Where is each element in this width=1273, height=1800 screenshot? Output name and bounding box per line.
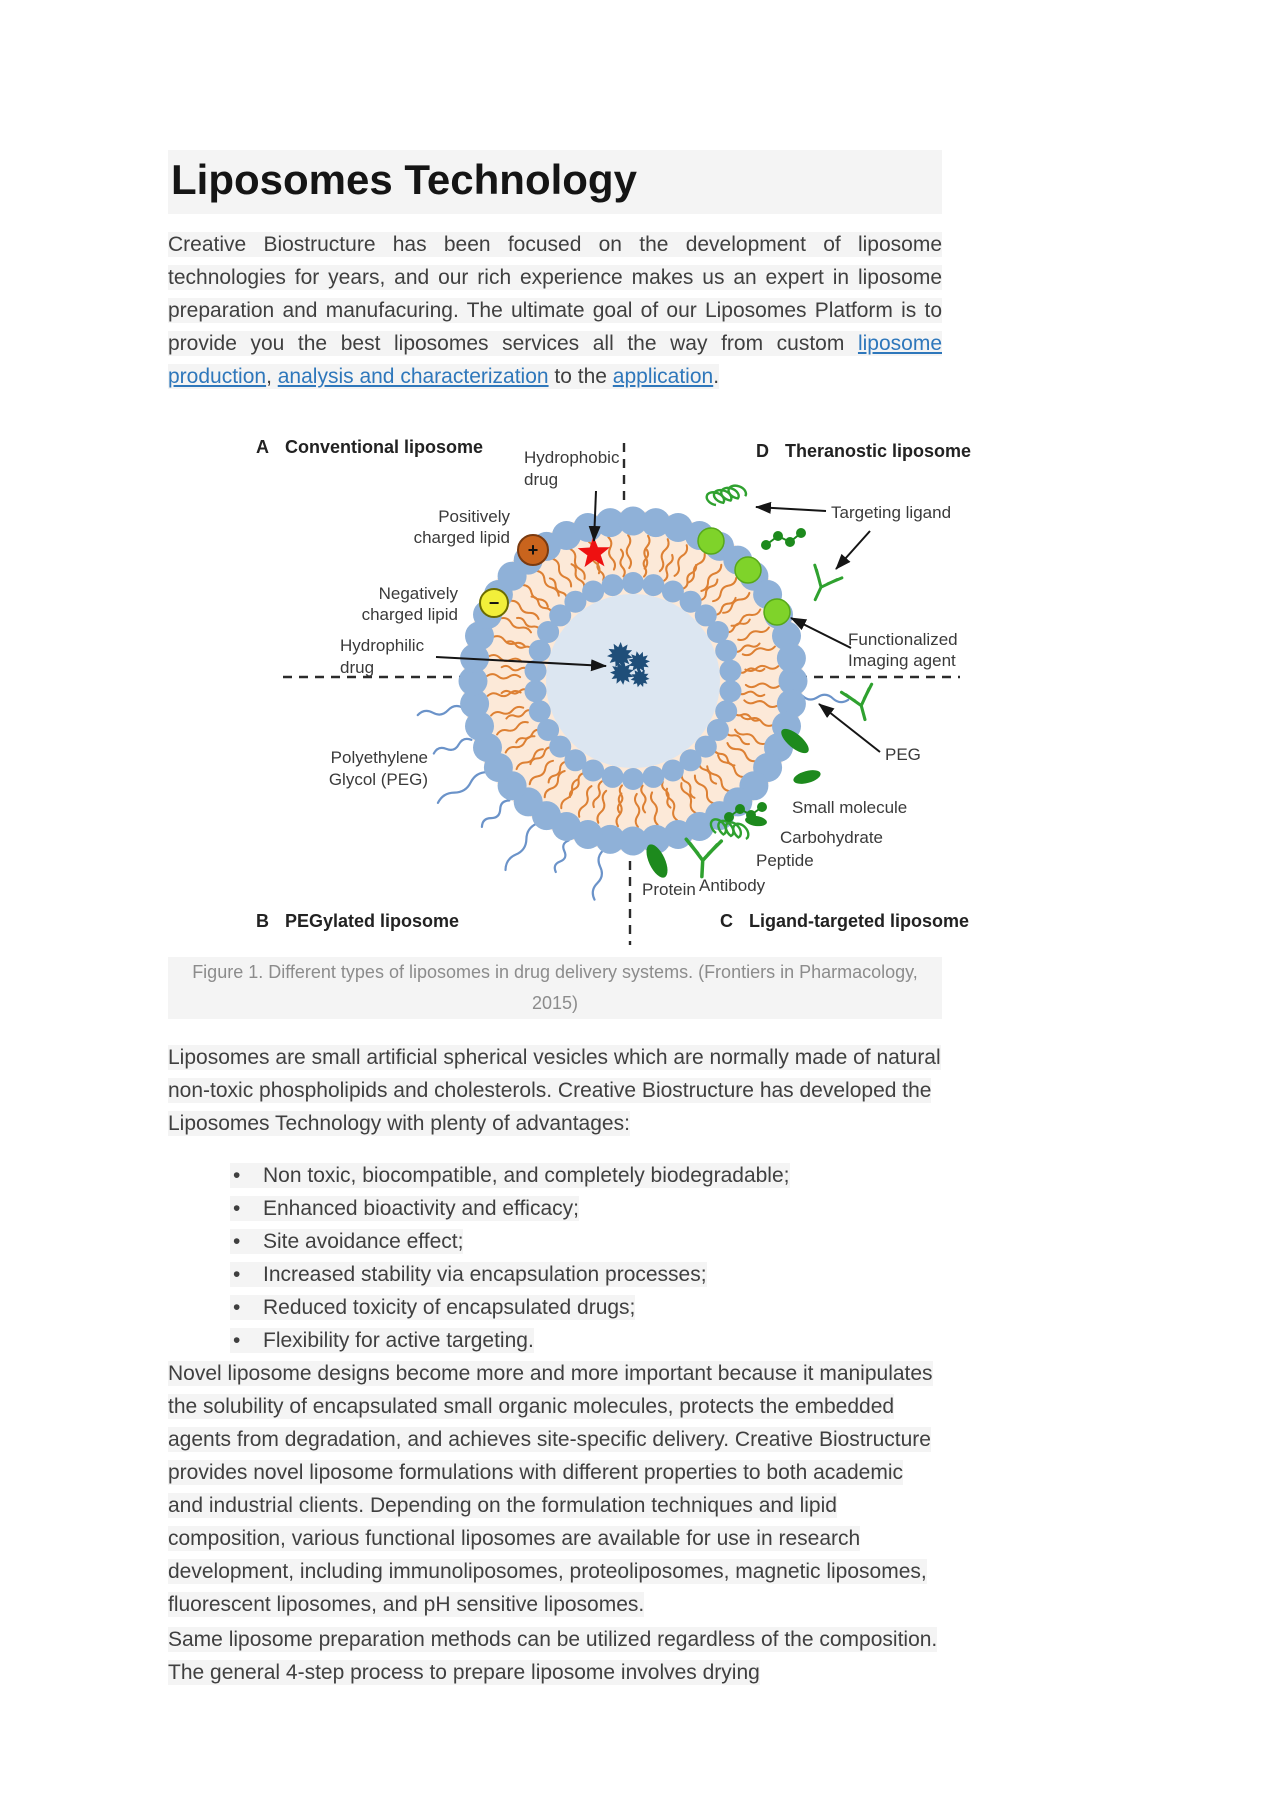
arrow-targeting-antibody [835, 530, 871, 570]
label-negatively-charged: Negatively [379, 584, 459, 603]
arrow-hydrophilic [435, 656, 607, 672]
text-run: Creative Biostructure has been focused o… [168, 233, 942, 356]
label-protein: Protein [642, 880, 696, 899]
arrow-functionalized [790, 617, 852, 650]
minus-sign: − [489, 593, 500, 613]
text-run: . [713, 365, 720, 389]
paragraph-novel-designs: Novel liposome designs become more and m… [168, 1357, 942, 1621]
list-item-text: Enhanced bioactivity and efficacy; [230, 1196, 579, 1222]
figure-caption: Figure 1. Different types of liposomes i… [168, 957, 942, 1020]
inner-lipid-heads [524, 572, 742, 791]
label-hydrophilic-drug: Hydrophilic [340, 636, 425, 655]
label-positively-charged: Positively [438, 507, 510, 526]
label-peptide: Peptide [756, 851, 814, 870]
list-item-text: Flexibility for active targeting. [230, 1328, 534, 1354]
label-hydrophobic-drug: Hydrophobic [524, 448, 620, 467]
peg-chains [416, 693, 850, 901]
label-carbohydrate: Carbohydrate [780, 828, 883, 847]
text-run: to the [548, 365, 613, 389]
positively-charged-lipid-icon [517, 534, 549, 567]
label-positively-charged-2: charged lipid [414, 528, 510, 547]
paragraph-preparation-text: Same liposome preparation methods can be… [168, 1627, 938, 1686]
page-title: Liposomes Technology [168, 150, 942, 215]
label-polyethylene-glycol: Polyethylene [331, 748, 428, 767]
figure-decorations [577, 484, 874, 879]
inline-link[interactable]: liposome production [168, 332, 942, 389]
paragraph-vesicles-text: Liposomes are small artificial spherical… [168, 1045, 941, 1137]
list-item: Increased stability via encapsulation pr… [230, 1258, 942, 1291]
list-item-text: Site avoidance effect; [230, 1229, 464, 1255]
list-item-text: Increased stability via encapsulation pr… [230, 1262, 707, 1288]
label-hydrophilic-drug-2: drug [340, 658, 374, 677]
text-run: , [266, 365, 278, 389]
label-hydrophobic-drug-2: drug [524, 470, 558, 489]
paragraph-preparation: Same liposome preparation methods can be… [168, 1623, 942, 1689]
list-item-text: Non toxic, biocompatible, and completely… [230, 1163, 790, 1189]
arrow-peg [818, 703, 881, 753]
advantages-list: Non toxic, biocompatible, and completely… [168, 1159, 942, 1357]
label-negatively-charged-2: charged lipid [362, 605, 458, 624]
intro-paragraph: Creative Biostructure has been focused o… [168, 228, 942, 393]
inline-link[interactable]: analysis and characterization [277, 365, 549, 389]
list-item: Enhanced bioactivity and efficacy; [230, 1192, 942, 1225]
inline-link[interactable]: application [612, 365, 714, 389]
list-item: Flexibility for active targeting. [230, 1324, 942, 1357]
document-page: Liposomes Technology Creative Biostructu… [0, 0, 942, 1689]
label-polyethylene-glycol-2: Glycol (PEG) [329, 770, 428, 789]
label-functionalized-imaging: Functionalized [848, 630, 958, 649]
label-antibody: Antibody [699, 876, 766, 895]
plus-sign: + [528, 540, 539, 560]
label-functionalized-imaging-2: Imaging agent [848, 651, 956, 670]
label-small-molecule: Small molecule [792, 798, 907, 817]
list-item: Reduced toxicity of encapsulated drugs; [230, 1291, 942, 1324]
liposome-interior [546, 594, 720, 769]
list-item: Non toxic, biocompatible, and completely… [230, 1159, 942, 1192]
negatively-charged-lipid-icon [479, 588, 509, 619]
list-item: Site avoidance effect; [230, 1225, 942, 1258]
arrow-targeting-coil [755, 502, 827, 515]
arrow-hydrophobic [588, 491, 601, 543]
list-item-text: Reduced toxicity of encapsulated drugs; [230, 1295, 636, 1321]
label-peg: PEG [885, 745, 921, 764]
paragraph-novel-text: Novel liposome designs become more and m… [168, 1361, 933, 1618]
label-targeting-ligand: Targeting ligand [831, 503, 951, 522]
intro-text: Creative Biostructure has been focused o… [168, 232, 942, 390]
paragraph-vesicles: Liposomes are small artificial spherical… [168, 1041, 942, 1140]
